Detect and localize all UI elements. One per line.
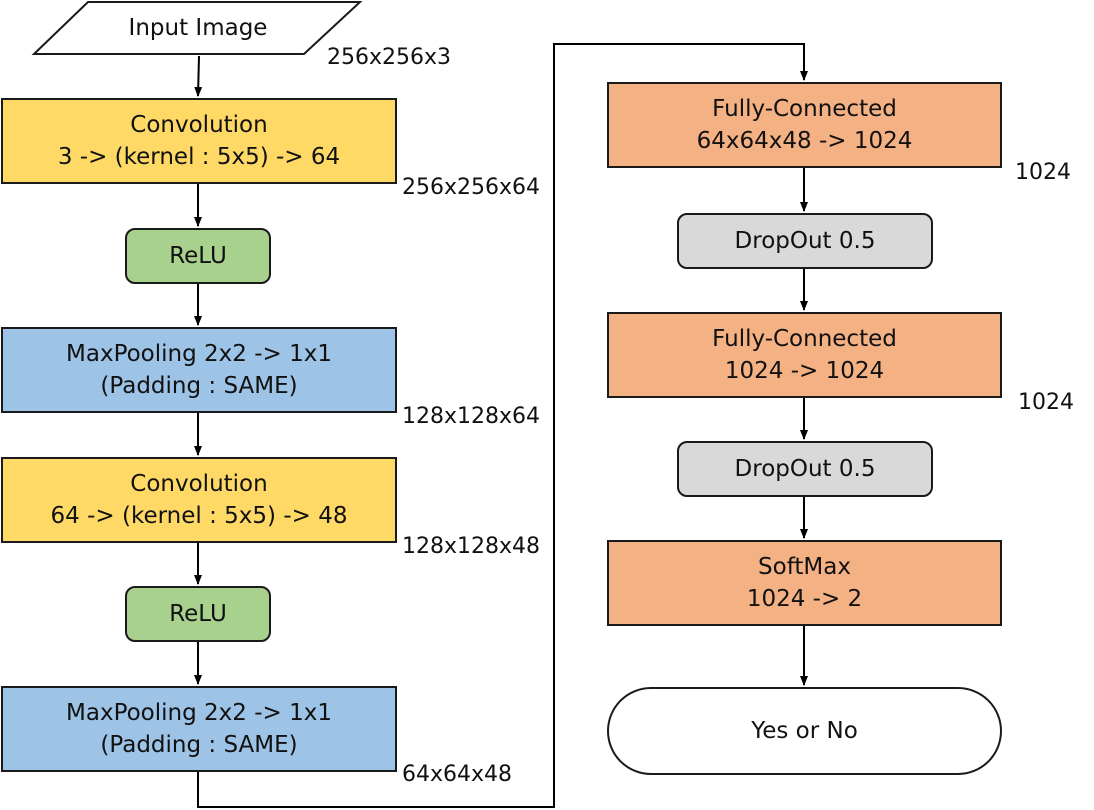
convolution-1-title: Convolution xyxy=(130,112,268,138)
convolution-block-2: Convolution 64 -> (kernel : 5x5) -> 48 xyxy=(1,457,397,543)
softmax-block: SoftMax 1024 -> 2 xyxy=(607,540,1002,626)
fully-connected-1-title: Fully-Connected xyxy=(712,96,897,122)
input-image-shape xyxy=(31,0,363,55)
maxpooling-2-title: MaxPooling 2x2 -> 1x1 xyxy=(66,700,332,726)
maxpooling-1-title: MaxPooling 2x2 -> 1x1 xyxy=(66,341,332,367)
fully-connected-2-detail: 1024 -> 1024 xyxy=(724,358,885,384)
relu-1-label: ReLU xyxy=(169,243,227,269)
arrow-pool2-to-fc1 xyxy=(197,43,808,808)
output-terminal: Yes or No xyxy=(607,687,1002,775)
maxpooling-2-detail: (Padding : SAME) xyxy=(100,732,298,758)
dimension-conv2: 128x128x48 xyxy=(402,534,541,559)
output-label: Yes or No xyxy=(751,718,858,744)
dimension-fc2: 1024 xyxy=(1018,390,1074,415)
maxpooling-block-2: MaxPooling 2x2 -> 1x1 (Padding : SAME) xyxy=(1,686,397,772)
convolution-1-detail: 3 -> (kernel : 5x5) -> 64 xyxy=(57,144,341,170)
dimension-fc1: 1024 xyxy=(1015,160,1071,185)
dropout-block-2: DropOut 0.5 xyxy=(677,441,933,497)
fully-connected-block-2: Fully-Connected 1024 -> 1024 xyxy=(607,312,1002,398)
dimension-conv1: 256x256x64 xyxy=(402,175,541,200)
relu-2-label: ReLU xyxy=(169,601,227,627)
input-image-label: Input Image xyxy=(128,15,268,41)
maxpooling-block-1: MaxPooling 2x2 -> 1x1 (Padding : SAME) xyxy=(1,327,397,413)
relu-block-2: ReLU xyxy=(125,586,271,642)
dropout-block-1: DropOut 0.5 xyxy=(677,213,933,269)
relu-block-1: ReLU xyxy=(125,228,271,284)
convolution-block-1: Convolution 3 -> (kernel : 5x5) -> 64 xyxy=(1,98,397,184)
dimension-pool2: 64x64x48 xyxy=(402,762,513,787)
softmax-detail: 1024 -> 2 xyxy=(746,586,863,612)
fully-connected-2-title: Fully-Connected xyxy=(712,326,897,352)
fully-connected-1-detail: 64x64x48 -> 1024 xyxy=(696,128,913,154)
fully-connected-block-1: Fully-Connected 64x64x48 -> 1024 xyxy=(607,82,1002,168)
dropout-2-label: DropOut 0.5 xyxy=(734,456,876,482)
convolution-2-title: Convolution xyxy=(130,471,268,497)
maxpooling-1-detail: (Padding : SAME) xyxy=(100,373,298,399)
dimension-pool1: 128x128x64 xyxy=(402,404,541,429)
convolution-2-detail: 64 -> (kernel : 5x5) -> 48 xyxy=(50,503,348,529)
arrow-input-to-conv1 xyxy=(194,55,203,97)
dropout-1-label: DropOut 0.5 xyxy=(734,228,876,254)
dimension-input: 256x256x3 xyxy=(327,45,452,70)
softmax-title: SoftMax xyxy=(758,554,851,580)
